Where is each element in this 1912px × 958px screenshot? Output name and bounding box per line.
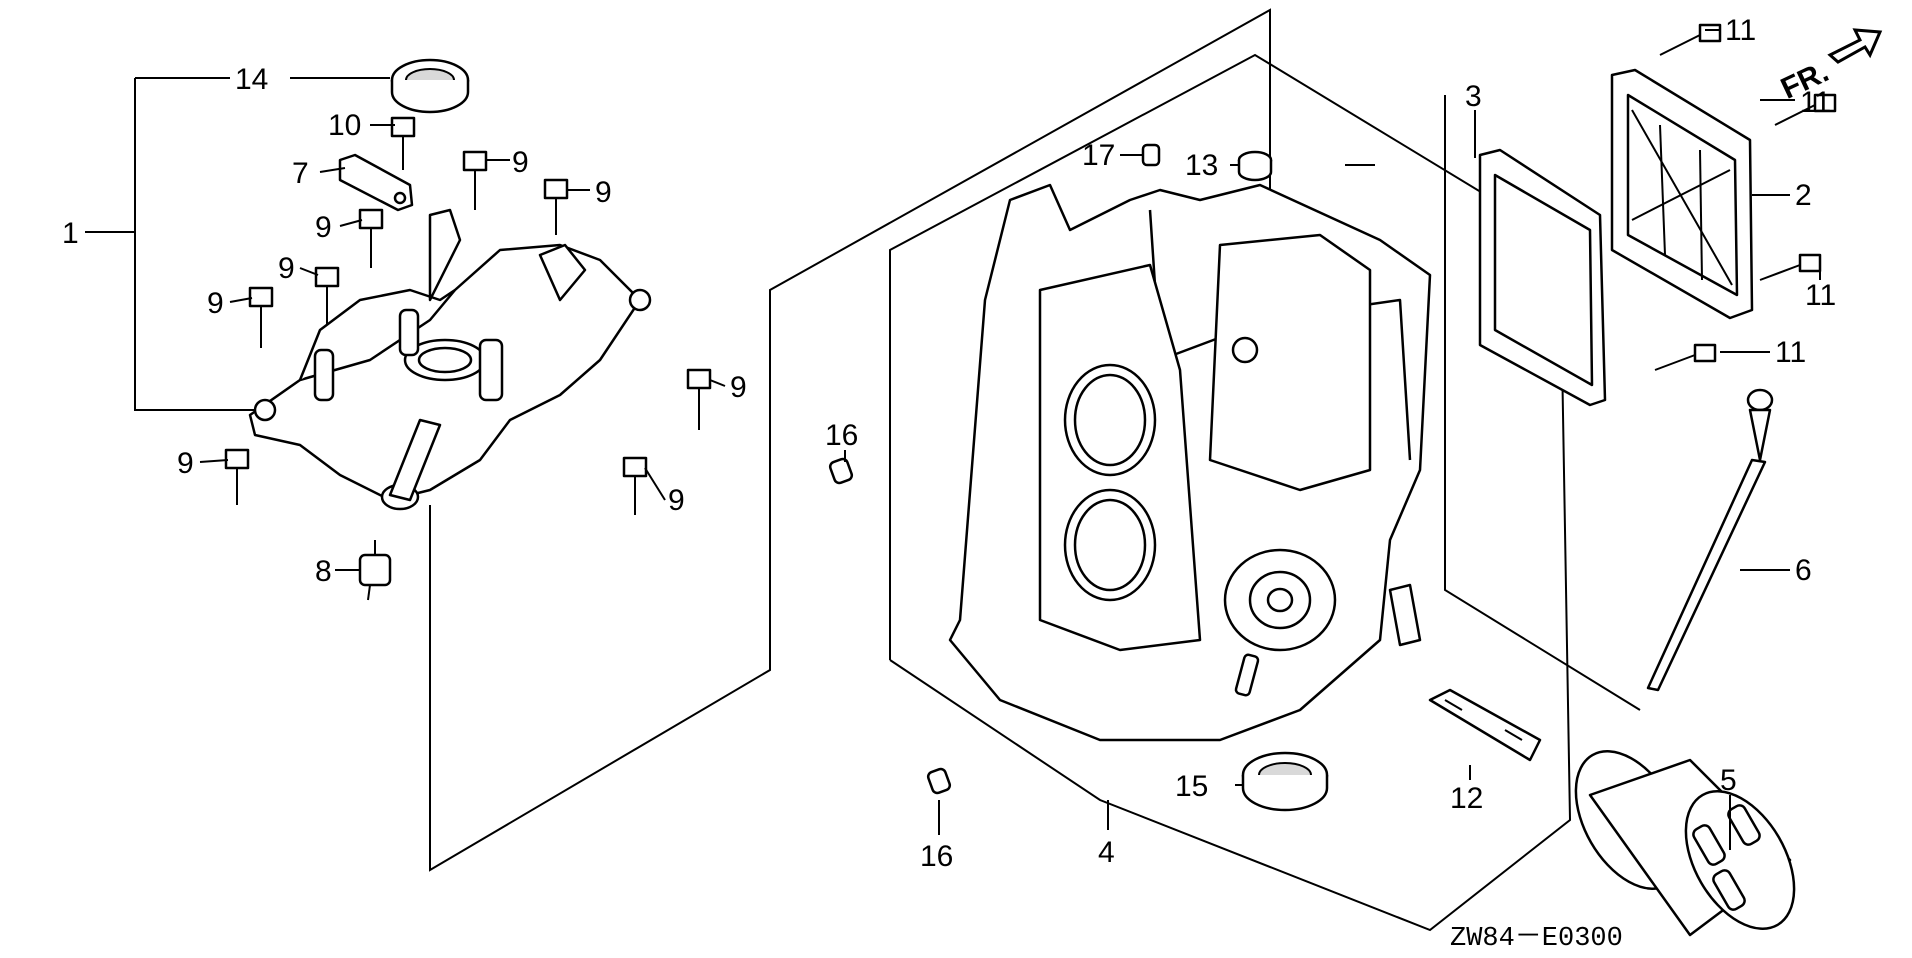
stud-part-12: [1428, 688, 1542, 762]
bracket-plate-part-7: [338, 153, 414, 212]
callout-15: 15: [1175, 770, 1208, 803]
bolts-part-9: [224, 150, 712, 515]
callout-9g: 9: [177, 447, 194, 480]
callout-17: 17: [1082, 139, 1115, 172]
dipstick-part-6: [1646, 388, 1774, 692]
gasket-part-3: [1478, 148, 1607, 407]
sensor-part-8: [358, 540, 392, 601]
callout-4: 4: [1098, 836, 1115, 869]
callout-9a: 9: [512, 146, 529, 179]
cover-part-2: [1610, 68, 1754, 320]
dowel-pin-part-17: [1141, 143, 1161, 167]
callout-1: 1: [62, 217, 79, 250]
callout-9c: 9: [315, 211, 332, 244]
callout-14: 14: [235, 63, 268, 96]
callout-13: 13: [1185, 149, 1218, 182]
callout-12: 12: [1450, 782, 1483, 815]
callout-9e: 9: [207, 287, 224, 320]
bolt-part-10: [390, 116, 416, 170]
cylinder-block-part-4: [948, 183, 1432, 742]
callout-2: 2: [1795, 179, 1812, 212]
callout-9d: 9: [278, 252, 295, 285]
oil-filter-part-5: [1574, 750, 1796, 937]
callout-16b: 16: [920, 840, 953, 873]
oil-seal-part-14: [390, 58, 470, 114]
callout-10: 10: [328, 109, 361, 142]
callout-11d: 11: [1775, 336, 1806, 369]
callout-8: 8: [315, 555, 332, 588]
callout-16a: 16: [825, 419, 858, 452]
collar-part-13: [1237, 150, 1273, 182]
leader-lines: [199, 29, 1821, 850]
oil-seal-part-15: [1241, 751, 1329, 812]
callout-9h: 9: [668, 484, 685, 517]
callout-9f: 9: [730, 371, 747, 404]
callout-7: 7: [292, 157, 309, 190]
callout-labels: 1 2 3 4 5 6 7 8 9 9 9 9 9 9 9 9 10 11 11…: [62, 14, 1836, 873]
callout-6: 6: [1795, 554, 1812, 587]
callout-3: 3: [1465, 80, 1482, 113]
crankcase-lower-part: [248, 208, 652, 511]
assembly-bracket-lines: [85, 8, 1641, 932]
dowel-pins-part-16: [828, 457, 952, 795]
callout-5: 5: [1720, 764, 1737, 797]
bolts-part-11: [1654, 23, 1837, 371]
callout-11a: 11: [1725, 14, 1756, 47]
callout-11c: 11: [1805, 279, 1836, 312]
figure-code: ZW84－E0300: [1450, 924, 1623, 954]
callout-11b: 11: [1800, 86, 1831, 119]
callout-9b: 9: [595, 176, 612, 209]
